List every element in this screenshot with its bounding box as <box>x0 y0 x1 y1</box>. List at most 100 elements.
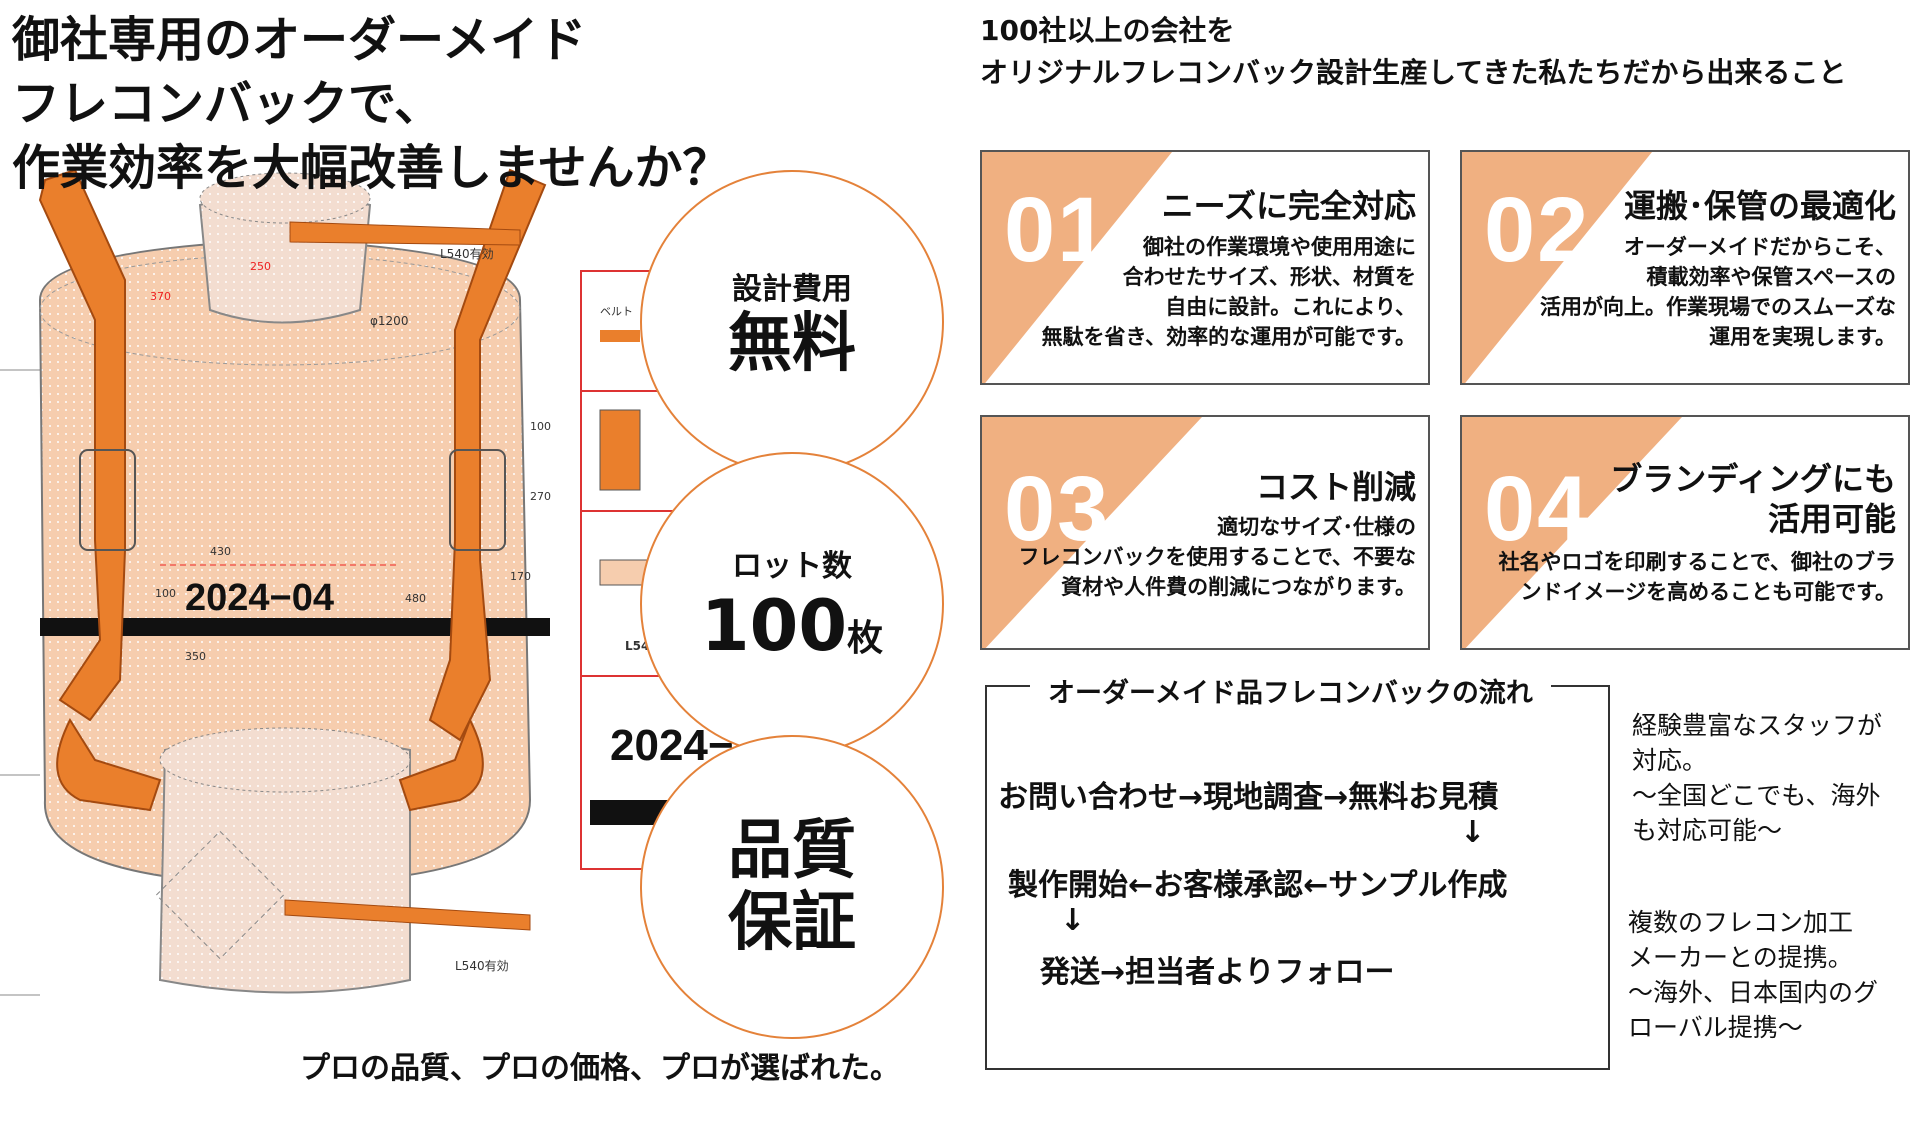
dim-label: 250 <box>250 260 271 273</box>
note-line: も対応可能～ <box>1632 816 1783 845</box>
flow-arrow-down-1: ↓ <box>1460 815 1486 850</box>
lift-belt-left <box>38 168 126 722</box>
feature-card-03: 03 コスト削減 適切なサイズ･仕様の フレコンバックを使用することで、不要な … <box>980 415 1430 650</box>
tagline: プロの品質、プロの価格、プロが選ばれた。 <box>300 1051 900 1086</box>
badge-lot-label: ロット数 <box>732 549 852 584</box>
note-partners: 複数のフレコン加工 メーカーとの提携。 ～海外、日本国内のグ ローバル提携～ <box>1628 905 1878 1045</box>
feature-card-04: 04 ブランディングにも 活用可能 社名やロゴを印刷することで、御社のブラ ンド… <box>1460 415 1910 650</box>
flow-step-line-3: 発送→担当者よりフォロー <box>1040 955 1395 990</box>
badge-design-label: 設計費用 <box>732 272 852 307</box>
card-title: ブランディングにも 活用可能 <box>1610 459 1896 539</box>
card-body-line: 合わせたサイズ、形状、材質を <box>1122 265 1416 289</box>
card-body-line: 自由に設計。これにより、 <box>1165 295 1416 319</box>
card-title-line: ブランディングにも <box>1610 460 1896 498</box>
card-title: ニーズに完全対応 <box>1161 187 1416 225</box>
bag-body <box>38 238 532 887</box>
card-body-line: 社名やロゴを印刷することで、御社のブラ <box>1498 550 1896 574</box>
card-number: 01 <box>1004 179 1111 281</box>
annotation-l540-top: L540有効 <box>440 246 494 261</box>
headline: 御社専用のオーダーメイド フレコンバックで、 作業効率を大幅改善しませんか？ <box>12 8 731 200</box>
card-body: 適切なサイズ･仕様の フレコンバックを使用することで、不要な 資材や人件費の削減… <box>1018 512 1416 602</box>
print-mark: 2024−04 <box>185 577 334 619</box>
dim-label: 430 <box>210 545 231 558</box>
card-body: オーダーメイドだからこそ、 積載効率や保管スペースの 活用が向上。作業現場でのス… <box>1540 232 1896 352</box>
belt-loop-left <box>79 449 136 551</box>
card-body-line: 積載効率や保管スペースの <box>1646 265 1896 289</box>
note-line: ～全国どこでも、海外 <box>1632 781 1881 810</box>
card-title: コスト削減 <box>1255 468 1416 506</box>
annotation-l540-bottom: L540有効 <box>455 958 509 973</box>
bag-band <box>40 618 550 636</box>
badge-lot: ロット数 100枚 <box>640 452 944 756</box>
dim-label: 100 <box>530 420 551 433</box>
card-number: 04 <box>1484 458 1591 560</box>
spec-belt-loop <box>599 409 641 491</box>
note-line: 経験豊富なスタッフが <box>1632 711 1883 740</box>
card-body-line: ンドイメージを高めることも可能です。 <box>1520 580 1896 604</box>
flow-step-line-2: 製作開始←お客様承認←サンプル作成 <box>1008 868 1508 903</box>
card-body: 社名やロゴを印刷することで、御社のブラ ンドイメージを高めることも可能です。 <box>1498 547 1896 607</box>
tie-strap-top <box>289 221 521 246</box>
note-line: 対応。 <box>1632 746 1708 775</box>
card-title: 運搬･保管の最適化 <box>1623 187 1896 225</box>
card-number: 03 <box>1004 458 1111 560</box>
annotation-phi: φ1200 <box>370 314 408 328</box>
headline-line-3: 作業効率を大幅改善しませんか？ <box>12 140 731 196</box>
card-body-line: 無駄を省き、効率的な運用が可能です。 <box>1041 325 1416 349</box>
card-body-line: フレコンバックを使用することで、不要な <box>1018 545 1416 569</box>
note-line: ローバル提携～ <box>1628 1013 1803 1042</box>
spec-divider <box>581 510 759 512</box>
dim-label: 350 <box>185 650 206 663</box>
card-triangle <box>982 417 1202 648</box>
bottom-belt-right <box>398 717 484 812</box>
card-triangle <box>982 152 1172 383</box>
intro: 100社以上の会社を オリジナルフレコンバック設計生産してきた私たちだから出来る… <box>980 10 1846 94</box>
note-staff: 経験豊富なスタッフが 対応。 ～全国どこでも、海外 も対応可能～ <box>1632 708 1882 848</box>
badge-lot-value: 100 <box>700 585 848 667</box>
top-spout-opening <box>199 172 371 224</box>
badge-design-fee: 設計費用 無料 <box>640 170 944 474</box>
feature-card-02: 02 運搬･保管の最適化 オーダーメイドだからこそ、 積載効率や保管スペースの … <box>1460 150 1910 385</box>
spec-label: L54 <box>625 639 649 653</box>
card-triangle <box>1462 417 1682 648</box>
card-title-line: 活用可能 <box>1767 500 1896 538</box>
card-number: 02 <box>1484 179 1591 281</box>
card-body-line: 運用を実現します。 <box>1709 325 1896 349</box>
badge-design-value: 無料 <box>728 307 856 381</box>
note-line: 複数のフレコン加工 <box>1628 908 1854 937</box>
note-line: ～海外、日本国内のグ <box>1628 978 1879 1007</box>
card-body-line: 適切なサイズ･仕様の <box>1217 515 1416 539</box>
dim-label: 170 <box>510 570 531 583</box>
note-line: メーカーとの提携。 <box>1628 943 1853 972</box>
lift-belt-right <box>428 168 547 742</box>
feature-card-01: 01 ニーズに完全対応 御社の作業環境や使用用途に 合わせたサイズ、形状、材質を… <box>980 150 1430 385</box>
dim-label: 370 <box>150 290 171 303</box>
dim-label: 100 <box>155 587 176 600</box>
badge-quality: 品質 保証 <box>640 735 944 1039</box>
headline-line-2: フレコンバックで、 <box>12 76 443 132</box>
intro-line-1: 100社以上の会社を <box>980 14 1235 47</box>
spec-belt-swatch <box>600 330 640 342</box>
card-triangle <box>1462 152 1652 383</box>
flow-step-line-1: お問い合わせ→現地調査→無料お見積 <box>998 780 1499 815</box>
badge-lot-unit: 枚 <box>847 618 884 659</box>
bottom-spout-opening <box>159 727 411 793</box>
spec-label: ベルト <box>600 305 633 318</box>
card-body-line: オーダーメイドだからこそ、 <box>1623 235 1896 259</box>
card-body-line: 御社の作業環境や使用用途に <box>1143 235 1416 259</box>
bag-technical-drawing: 2024−04 φ1200 L540有効 L540有効 250 370 100 … <box>0 160 560 1060</box>
flow-title: オーダーメイド品フレコンバックの流れ <box>1030 671 1551 710</box>
dim-label: 270 <box>530 490 551 503</box>
intro-line-2: オリジナルフレコンバック設計生産してきた私たちだから出来ること <box>980 56 1847 89</box>
flow-arrow-down-2: ↓ <box>1060 903 1086 938</box>
tie-strap-bottom <box>284 899 531 931</box>
badge-quality-line-2: 保証 <box>728 886 856 960</box>
card-body-line: 活用が向上。作業現場でのスムーズな <box>1540 295 1896 319</box>
bag-drawing-svg: 2024−04 φ1200 L540有効 L540有効 250 370 100 … <box>0 168 551 996</box>
bottom-belt-left <box>56 717 162 812</box>
card-body: 御社の作業環境や使用用途に 合わせたサイズ、形状、材質を 自由に設計。これにより… <box>1042 232 1416 352</box>
belt-loop-right <box>449 449 506 551</box>
card-body-line: 資材や人件費の削減につながります。 <box>1061 575 1416 599</box>
badge-quality-line-1: 品質 <box>728 814 856 888</box>
dim-label: 480 <box>405 592 426 605</box>
